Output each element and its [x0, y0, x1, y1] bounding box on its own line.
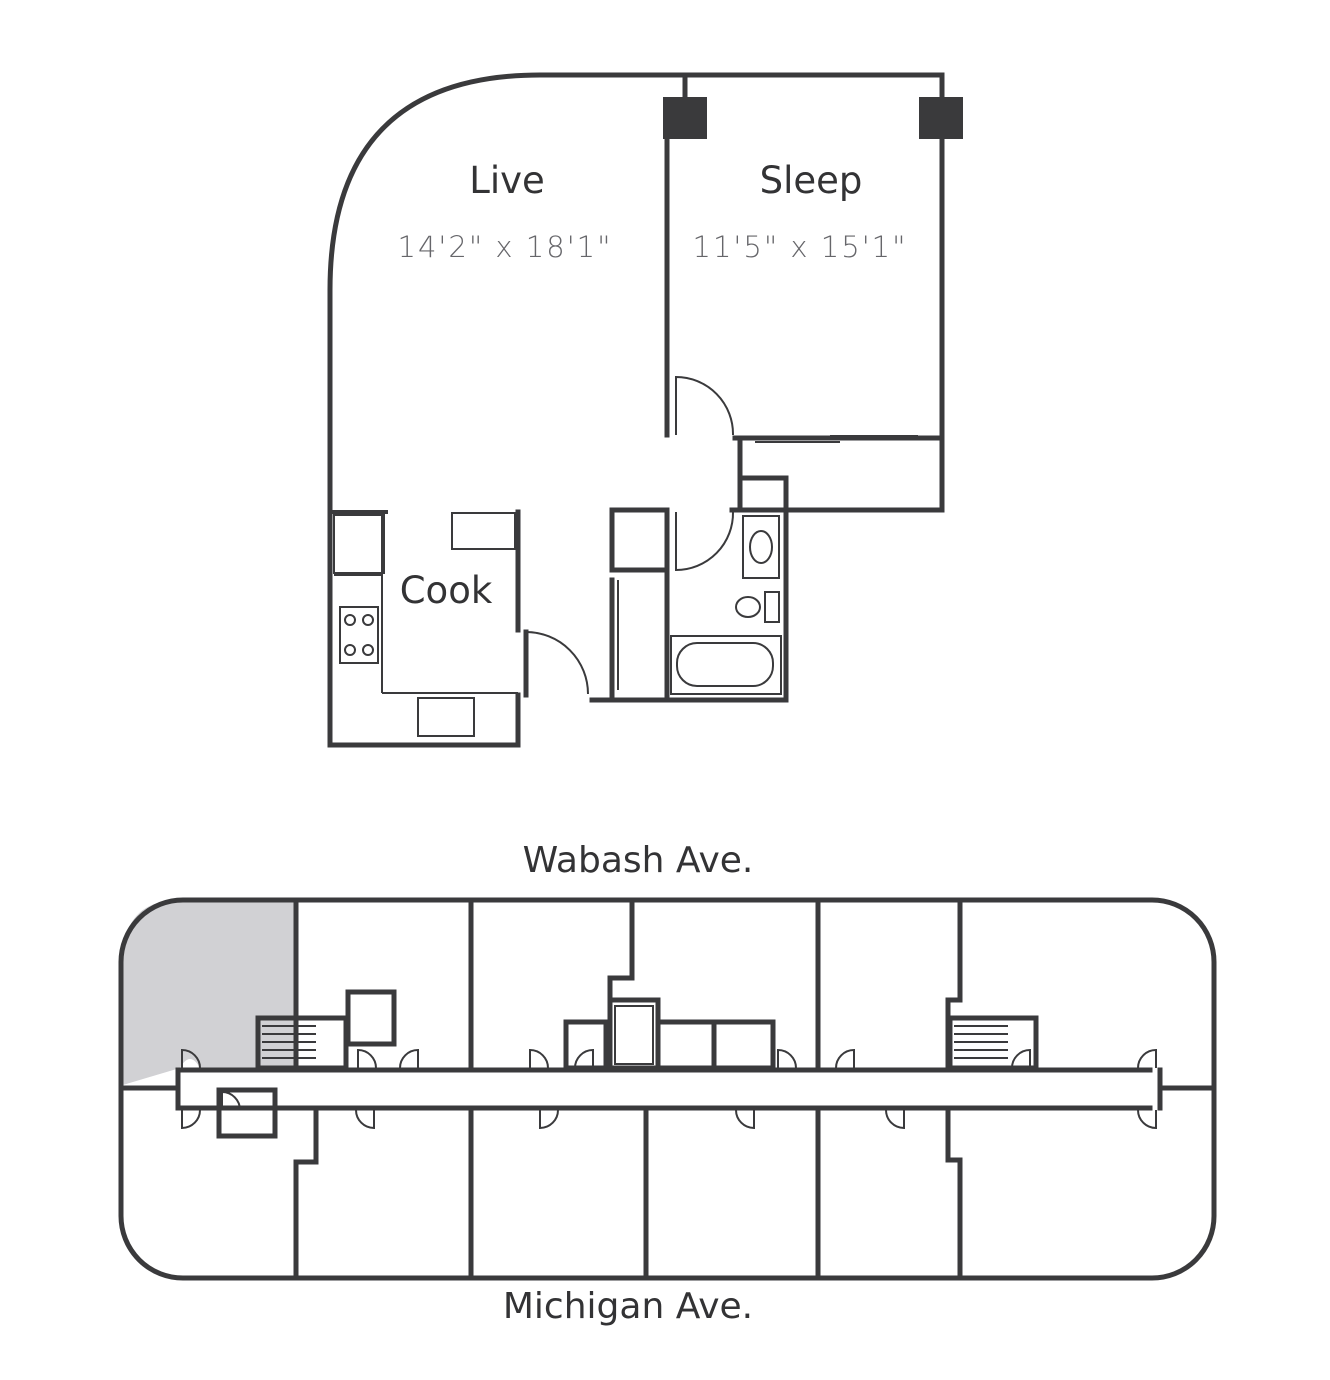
unit-plan: [327, 72, 963, 748]
bath-door[interactable]: [675, 511, 735, 572]
column-right: [919, 97, 963, 139]
sleep-door[interactable]: [675, 375, 735, 436]
toilet-tank: [764, 591, 780, 623]
corridor: [177, 1067, 1153, 1111]
bath-walls: [589, 475, 789, 703]
highlighted-unit: [123, 900, 296, 1085]
column-left: [663, 97, 707, 139]
burner-icon-4: [362, 644, 374, 656]
stair-east: [947, 1015, 1039, 1071]
corridor-doors: [181, 1048, 1157, 1130]
room-cook-label: Cook: [400, 569, 493, 612]
street-label-michigan: Michigan Ave.: [503, 1286, 753, 1327]
stove: [339, 606, 379, 664]
entry-door[interactable]: [525, 631, 589, 695]
unit-exterior-wall: [327, 72, 945, 748]
fridge: [333, 514, 385, 574]
room-live-label: Live: [469, 159, 545, 202]
sink-icon: [749, 530, 773, 564]
trash-room: [216, 1087, 278, 1139]
bathtub-basin: [676, 642, 774, 687]
key-plan: [118, 897, 1217, 1281]
stair-treads-east: [954, 1025, 1008, 1059]
upper-cabinet: [451, 512, 516, 550]
burner-icon-2: [362, 614, 374, 626]
room-live-dims: 14'2" x 18'1": [398, 230, 613, 264]
stair-treads-west: [262, 1025, 316, 1059]
elevator-core: [345, 989, 397, 1047]
room-sleep-label: Sleep: [760, 159, 863, 202]
core-room-1: [563, 1019, 609, 1071]
toilet-icon: [735, 596, 761, 618]
burner-icon-1: [344, 614, 356, 626]
closet-box: [609, 507, 670, 573]
stair-west: [255, 1015, 349, 1071]
core-elevator-car: [614, 1005, 654, 1065]
kitchen-outer: [327, 692, 521, 748]
room-sleep-dims: 11'5" x 15'1": [693, 230, 908, 264]
burner-icon-3: [344, 644, 356, 656]
divider-s1: [293, 1105, 319, 1281]
street-label-wabash: Wabash Ave.: [523, 840, 754, 881]
kitchen-sink: [417, 697, 475, 737]
divider-s5: [945, 1105, 963, 1281]
